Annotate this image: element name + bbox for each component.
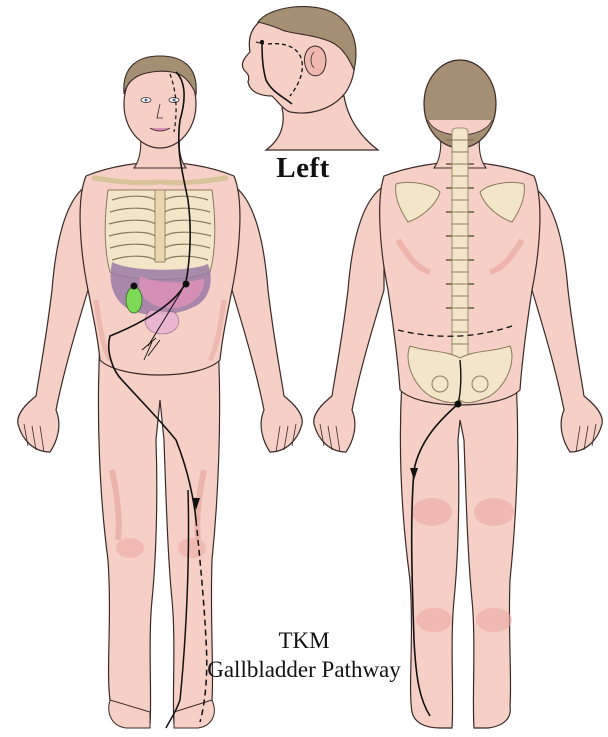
diagram-caption: TKM Gallbladder Pathway [188,626,420,684]
view-label: Left [248,152,358,185]
caption-line-1: TKM [188,626,420,655]
head-profile-icon [242,7,378,150]
gallbladder-icon [126,287,142,313]
caption-line-2: Gallbladder Pathway [188,655,420,684]
